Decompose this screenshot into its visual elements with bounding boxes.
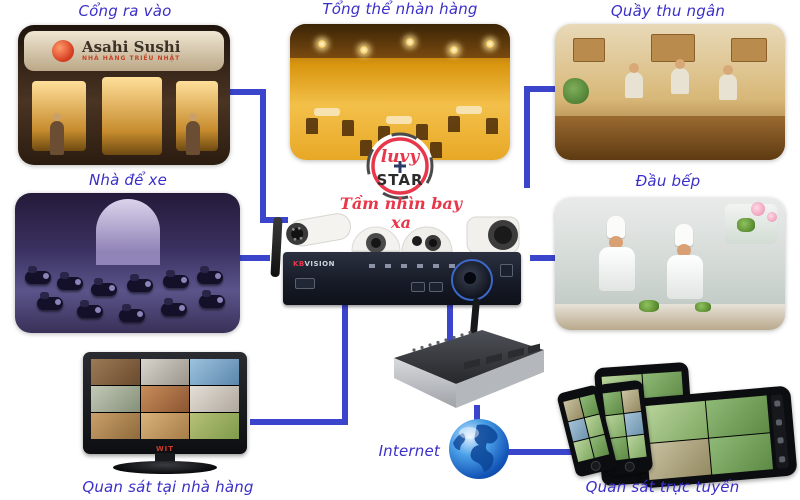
logo-name-caps: STAR <box>376 171 423 189</box>
monitor-cell <box>190 359 239 385</box>
connector-entrance-h <box>228 89 266 95</box>
cashier-person <box>719 65 737 100</box>
connector-cashier-h <box>524 86 558 92</box>
connector-cashier-v <box>524 86 530 188</box>
photo-cashier <box>555 24 785 160</box>
cashier-person <box>625 63 643 98</box>
person-silhouette <box>186 113 200 155</box>
dvr-jog-dial <box>451 259 493 301</box>
photo-entrance: Asahi Sushi NHÀ HÀNG TRIỀU NHẬT <box>18 25 230 165</box>
monitor-cell <box>91 386 140 412</box>
label-online-view: Quan sát trực tuyến <box>585 478 740 496</box>
dvr-power-button <box>500 264 513 277</box>
bullet-camera-icon <box>466 216 520 254</box>
monitor-stand <box>155 453 175 463</box>
bullet-camera-icon <box>286 213 352 247</box>
cashier-person <box>671 59 689 94</box>
chef-figure <box>667 224 703 300</box>
dvr-button <box>411 282 425 292</box>
connector-dvr-router <box>447 305 453 347</box>
monitor-cell <box>140 386 190 412</box>
chef-figure <box>599 216 635 296</box>
monitor-cell <box>91 359 140 385</box>
monitor-cell <box>190 413 239 439</box>
usb-port-icon <box>295 278 315 289</box>
connector-dvr-monitor-h <box>250 419 348 425</box>
person-silhouette <box>50 113 64 155</box>
restaurant-sign: Asahi Sushi NHÀ HÀNG TRIỀU NHẬT <box>24 31 224 71</box>
dvr-recorder: KBVISION <box>283 252 521 305</box>
connector-garage <box>238 255 270 261</box>
monitor-cell <box>140 413 190 439</box>
brand-logo: luvy STAR <box>365 131 435 201</box>
dining-ceiling <box>290 24 510 58</box>
label-overview: Tổng thể nhàn hàng <box>322 0 478 18</box>
monitor-cell <box>190 386 239 412</box>
surveillance-monitor: WIT <box>83 352 247 454</box>
label-chef: Đầu bếp <box>635 172 701 190</box>
monitor-brand: WIT <box>155 445 175 453</box>
logo-outer-segments <box>366 132 434 200</box>
monitor-cell <box>91 413 140 439</box>
kitchen-counter <box>555 304 785 330</box>
dvr-button <box>429 282 443 292</box>
plant <box>563 78 589 104</box>
internet-globe-icon <box>447 417 511 481</box>
photo-garage <box>15 193 240 333</box>
connector-entrance-v <box>260 89 266 223</box>
logo-tagline: Tầm nhìn bay xa <box>339 194 463 232</box>
label-monitor-view: Quan sát tại nhà hàng <box>82 478 254 496</box>
logo-name-script: luvy <box>381 147 421 167</box>
router <box>378 292 554 424</box>
dvr-brand: KBVISION <box>293 260 335 268</box>
photo-chef <box>555 198 785 330</box>
monitor-screen <box>91 359 239 439</box>
garage-archway <box>95 199 160 265</box>
label-garage: Nhà để xe <box>88 171 168 189</box>
dvr-indicator-leds <box>369 264 479 268</box>
label-cashier: Quầy thu ngân <box>610 2 726 20</box>
sign-subtitle: NHÀ HÀNG TRIỀU NHẬT <box>82 54 181 62</box>
monitor-cell <box>140 359 190 385</box>
sign-title: Asahi Sushi <box>82 37 181 56</box>
sign-logo-icon <box>52 40 74 62</box>
label-entrance: Cổng ra vào <box>78 2 172 20</box>
monitor-base <box>113 461 217 474</box>
storefront-door <box>102 77 162 155</box>
label-internet: Internet <box>378 442 440 460</box>
connector-chef <box>530 255 558 261</box>
tablet-landscape <box>634 385 798 489</box>
tablet-toolbar <box>770 394 789 469</box>
cashier-counter <box>555 116 785 160</box>
connector-internet-devices <box>505 449 605 455</box>
connector-dvr-monitor-v <box>342 305 348 425</box>
